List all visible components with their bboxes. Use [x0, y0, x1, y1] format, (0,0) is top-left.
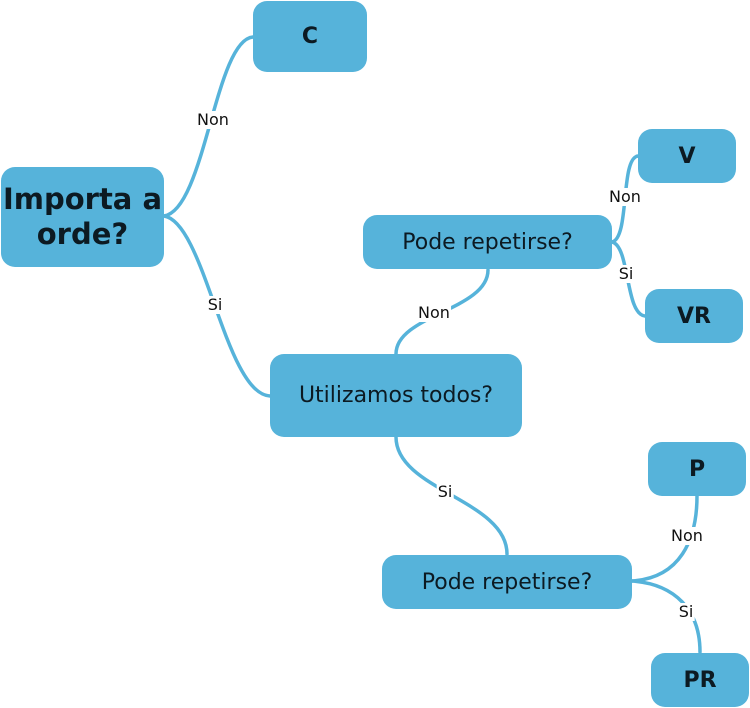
- edge-label-uses-all-to-repeat-upper: Non: [417, 303, 451, 322]
- edge-label-repeat-lower-to-p: Non: [670, 526, 704, 545]
- node-vr-label: VR: [677, 303, 711, 329]
- node-result-pr[interactable]: PR: [651, 653, 749, 707]
- node-uses-all-label: Utilizamos todos?: [298, 383, 494, 408]
- node-root-question[interactable]: Importa a orde?: [1, 167, 164, 267]
- node-pr-label: PR: [683, 667, 717, 693]
- edge-label-uses-all-to-repeat-lower: Si: [436, 482, 454, 501]
- node-repeat-upper-label: Pode repetirse?: [402, 229, 573, 255]
- node-c-label: C: [301, 24, 319, 49]
- edge-label-repeat-upper-to-vr: Si: [617, 264, 635, 283]
- node-result-vr[interactable]: VR: [645, 289, 743, 343]
- node-v-label: V: [678, 143, 696, 169]
- node-uses-all-question[interactable]: Utilizamos todos?: [270, 354, 522, 437]
- edge-label-root-to-uses-all: Si: [206, 295, 224, 314]
- connector-repeat-lower-to-pr: [630, 579, 702, 654]
- edge-label-repeat-lower-to-pr: Si: [677, 602, 695, 621]
- node-repeat-lower-label: Pode repetirse?: [421, 569, 593, 595]
- node-result-c[interactable]: C: [253, 1, 367, 72]
- edge-label-repeat-upper-to-v: Non: [608, 187, 642, 206]
- edge-label-root-to-c: Non: [196, 110, 230, 129]
- node-result-p[interactable]: P: [648, 442, 746, 496]
- node-result-v[interactable]: V: [638, 129, 736, 183]
- node-p-label: P: [688, 456, 706, 482]
- node-repeat-lower-question[interactable]: Pode repetirse?: [382, 555, 632, 609]
- node-repeat-upper-question[interactable]: Pode repetirse?: [363, 215, 612, 269]
- node-root-label: Importa a orde?: [2, 182, 163, 251]
- connector-repeat-lower-to-p: [630, 494, 699, 583]
